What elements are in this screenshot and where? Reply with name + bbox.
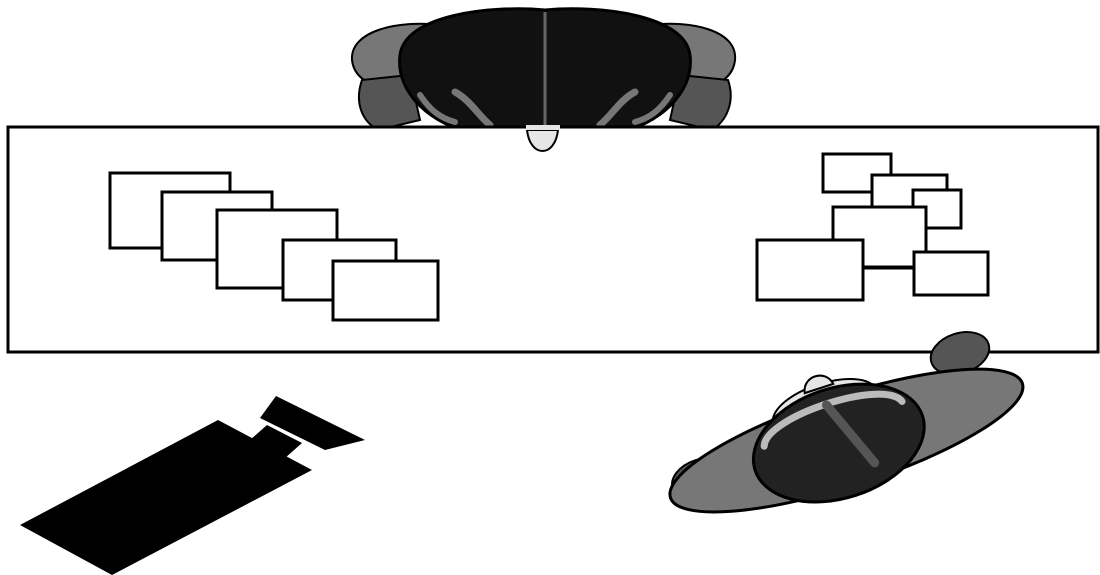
top-person-hair-strand-right-2: [632, 92, 673, 125]
card-cluster-icon: [755, 152, 990, 302]
bottom-person-hair-part: [821, 400, 880, 468]
cluster-card-1: [821, 152, 893, 194]
camera-body: [20, 420, 312, 575]
card-stack-icon: [108, 171, 440, 322]
top-person-right-shoulder: [668, 73, 732, 132]
bottom-person-icon: [668, 331, 1025, 514]
stack-card-5: [331, 259, 440, 322]
top-person-left-shoulder: [358, 73, 422, 132]
video-camera-icon: [20, 396, 365, 575]
camera-neck: [250, 425, 302, 458]
camera-lens-hood: [260, 396, 365, 450]
top-person-hair-strand-left-2: [417, 92, 458, 125]
top-person-hair-strand-left: [451, 88, 494, 129]
cluster-card-6: [912, 250, 990, 297]
top-person-chin-overlap: [525, 129, 560, 152]
cluster-card-5: [755, 238, 865, 302]
top-person-hair-strand-right: [596, 88, 639, 129]
bottom-person-nose: [803, 374, 835, 395]
